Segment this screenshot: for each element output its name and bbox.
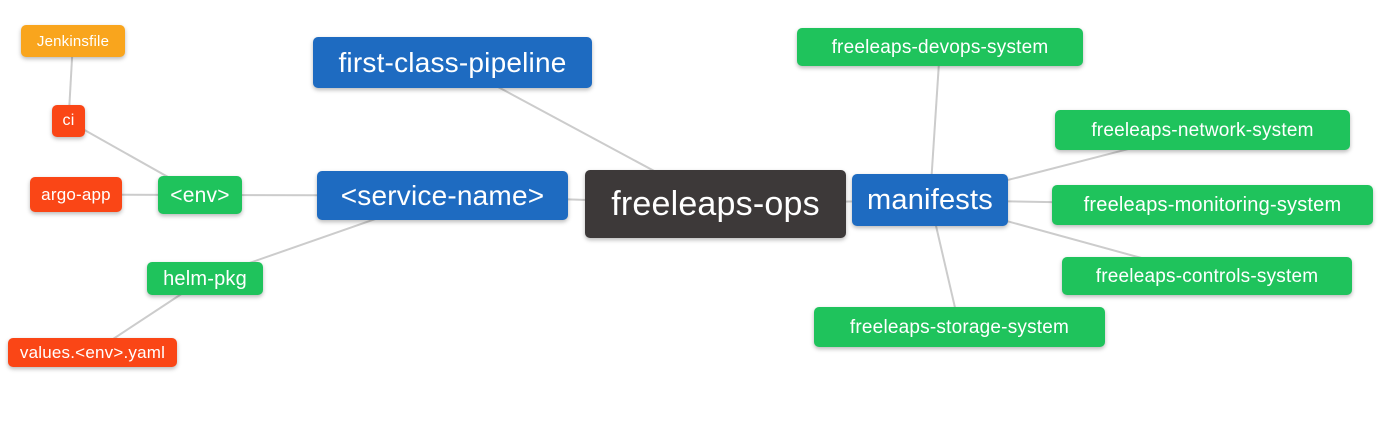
node-env[interactable]: <env>	[158, 176, 242, 214]
node-first-class-pipeline[interactable]: first-class-pipeline	[313, 37, 592, 88]
node-jenkinsfile[interactable]: Jenkinsfile	[21, 25, 125, 57]
node-network-system[interactable]: freeleaps-network-system	[1055, 110, 1350, 150]
node-values-env-yaml[interactable]: values.<env>.yaml	[8, 338, 177, 367]
node-freeleaps-ops[interactable]: freeleaps-ops	[585, 170, 846, 238]
node-devops-system[interactable]: freeleaps-devops-system	[797, 28, 1083, 66]
node-argo-app[interactable]: argo-app	[30, 177, 122, 212]
node-monitoring-system[interactable]: freeleaps-monitoring-system	[1052, 185, 1373, 225]
node-ci[interactable]: ci	[52, 105, 85, 137]
node-storage-system[interactable]: freeleaps-storage-system	[814, 307, 1105, 347]
node-manifests[interactable]: manifests	[852, 174, 1008, 226]
node-controls-system[interactable]: freeleaps-controls-system	[1062, 257, 1352, 295]
node-helm-pkg[interactable]: helm-pkg	[147, 262, 263, 295]
node-service-name[interactable]: <service-name>	[317, 171, 568, 220]
